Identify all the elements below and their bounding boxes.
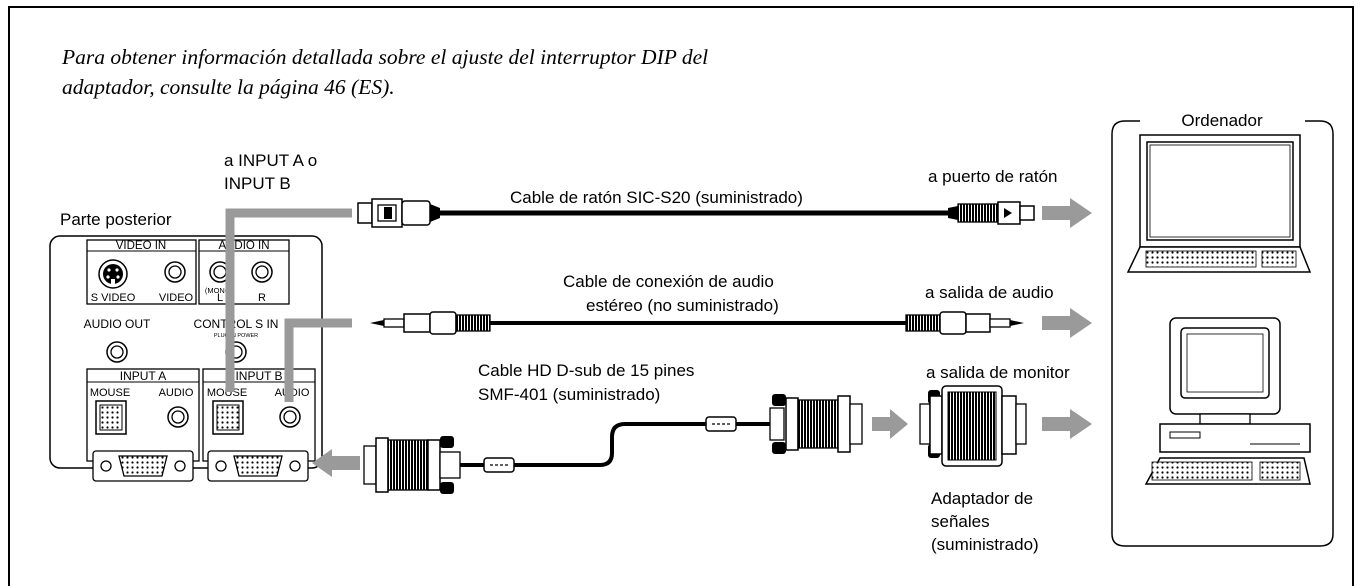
hd-cable-line: [460, 422, 770, 467]
arrow-right-icon: [1042, 409, 1092, 439]
adapter-label-1: Adaptador de: [931, 489, 1033, 508]
intro-note: Para obtener información detallada sobre…: [62, 42, 922, 102]
signal-adapter-icon: [919, 385, 1027, 467]
arrow-right-icon: [872, 409, 908, 439]
input-b-audio-jack-icon: [279, 406, 301, 428]
control-s-in-label: CONTROL S IN: [194, 317, 279, 331]
hd-dsub-15pin-connector-icon: [363, 436, 461, 494]
audio-in-section: AUDIO IN (MONO) L R: [198, 239, 290, 305]
input-b-label: INPUT B: [235, 369, 282, 383]
hd-dsub-15pin-connector-right-icon: [769, 394, 863, 454]
mouse-plug-connector-icon: [948, 201, 1035, 225]
hd-cable-label-1: Cable HD D-sub de 15 pines: [478, 361, 694, 380]
audio-out-jack-icon: [106, 341, 128, 363]
input-a-label: INPUT A: [120, 369, 166, 383]
audio-out-label: AUDIO OUT: [84, 317, 151, 331]
audio-cable-label-1: Cable de conexión de audio: [563, 272, 774, 291]
video-jack-icon: [164, 261, 186, 283]
rear-panel-title: Parte posterior: [60, 210, 172, 229]
input-a-mouse-label: MOUSE: [90, 387, 130, 399]
projector-rear-panel: Parte posterior VIDEO IN S VIDEO VIDEO: [49, 210, 323, 482]
input-b-section: INPUT B MOUSE AUDIO: [202, 368, 316, 462]
video-in-label: VIDEO IN: [116, 240, 166, 252]
video-in-section: VIDEO IN S VIDEO VIDEO: [86, 239, 197, 305]
mouse-cable-label: Cable de ratón SIC-S20 (suministrado): [510, 188, 803, 207]
mouse-guide-line: [225, 208, 352, 392]
audio-guide-line: [284, 318, 352, 402]
hd-cable-label-2: SMF-401 (suministrado): [478, 385, 660, 404]
connection-diagram: Parte posterior VIDEO IN S VIDEO VIDEO: [49, 111, 1334, 554]
laptop-computer-icon: [1126, 134, 1312, 273]
audio-l-label: L: [217, 292, 223, 304]
ferrite-core-icon: [483, 457, 515, 473]
mono-label: (MONO): [205, 286, 234, 295]
input-b-hd15-port-icon: [207, 450, 309, 482]
input-a-audio-label: AUDIO: [159, 387, 194, 399]
to-mouse-port-label: a puerto de ratón: [928, 167, 1057, 186]
input-b-mouse-port-icon: [212, 400, 244, 435]
intro-line-1: Para obtener información detallada sobre…: [62, 45, 709, 69]
computer-label: Ordenador: [1181, 111, 1263, 130]
input-a-audio-jack-icon: [167, 406, 189, 428]
input-b-mouse-label: MOUSE: [207, 387, 247, 399]
arrow-left-icon: [312, 449, 360, 477]
computer-group: Ordenador: [1111, 111, 1334, 547]
to-audio-out-label: a salida de audio: [925, 283, 1054, 302]
to-monitor-out-label: a salida de monitor: [926, 363, 1070, 382]
audio-cable-label-2: estéreo (no suministrado): [586, 296, 779, 315]
arrow-right-icon: [1042, 198, 1092, 228]
input-a-mouse-port-icon: [95, 400, 127, 435]
to-input-label-2: INPUT B: [224, 174, 291, 193]
page-frame: [8, 6, 1354, 586]
audio-r-label: R: [258, 292, 266, 304]
s-video-jack-icon: [98, 259, 128, 289]
adapter-label-2: señales: [931, 512, 990, 531]
video-label: VIDEO: [159, 292, 194, 304]
to-input-label-1: a INPUT A o: [224, 151, 317, 170]
audio-r-jack-icon: [251, 261, 273, 283]
arrow-right-icon: [1042, 308, 1092, 338]
mini-din-connector-icon: [357, 198, 440, 228]
stereo-mini-plug-right-icon: [905, 311, 1024, 335]
connection-guides: [225, 208, 352, 402]
s-video-label: S VIDEO: [91, 292, 136, 304]
adapter-label-3: (suministrado): [931, 535, 1039, 554]
intro-line-2: adaptador, consulte la página 46 (ES).: [62, 75, 395, 99]
input-a-section: INPUT A MOUSE AUDIO: [86, 368, 200, 462]
plug-in-power-label: PLUG IN POWER: [214, 333, 258, 339]
stereo-mini-plug-icon: [370, 311, 491, 335]
desktop-computer-icon: [1144, 317, 1311, 485]
input-a-hd15-port-icon: [92, 450, 194, 482]
ferrite-core-icon: [705, 416, 737, 432]
